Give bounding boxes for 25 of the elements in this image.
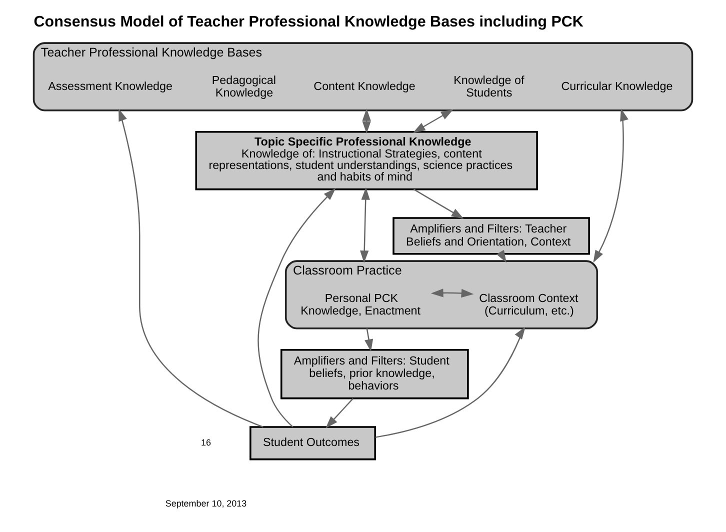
arrow — [412, 109, 454, 133]
label: 16 — [201, 437, 211, 448]
diagram-title: Consensus Model of Teacher Professional Knowledge Bases including PCK — [34, 14, 584, 31]
label: September 10, 2013 — [165, 498, 247, 508]
node-text: Pedagogical Knowledge — [212, 74, 276, 100]
node-box: Amplifiers and Filters: Student beliefs, prior knowledge, behaviors — [280, 348, 469, 400]
arrow — [258, 188, 336, 428]
arrow — [118, 108, 264, 428]
node-text: Personal PCK Knowledge, Enactment — [300, 292, 421, 318]
node-text: Curricular Knowledge — [561, 80, 673, 94]
arrow — [593, 108, 628, 263]
arrow — [496, 250, 506, 263]
node-box: Topic Specific Professional Knowledge Knowledge of: Instructional Strategies, content representations, student understandings, science practices and habits of mind — [195, 130, 538, 190]
node-text: Content Knowledge — [314, 80, 416, 94]
arrow — [362, 108, 371, 134]
arrow — [326, 398, 354, 428]
node-text: Assessment Knowledge — [48, 80, 173, 94]
node-text: Knowledge of Students — [454, 74, 524, 100]
arrow — [413, 188, 464, 219]
arrow — [375, 326, 526, 438]
arrow — [364, 328, 374, 352]
node-box: Student Outcomes — [250, 426, 376, 460]
node-text: Classroom Context (Curriculum, etc.) — [479, 292, 578, 318]
arrow — [430, 288, 474, 298]
arrow — [360, 187, 370, 263]
